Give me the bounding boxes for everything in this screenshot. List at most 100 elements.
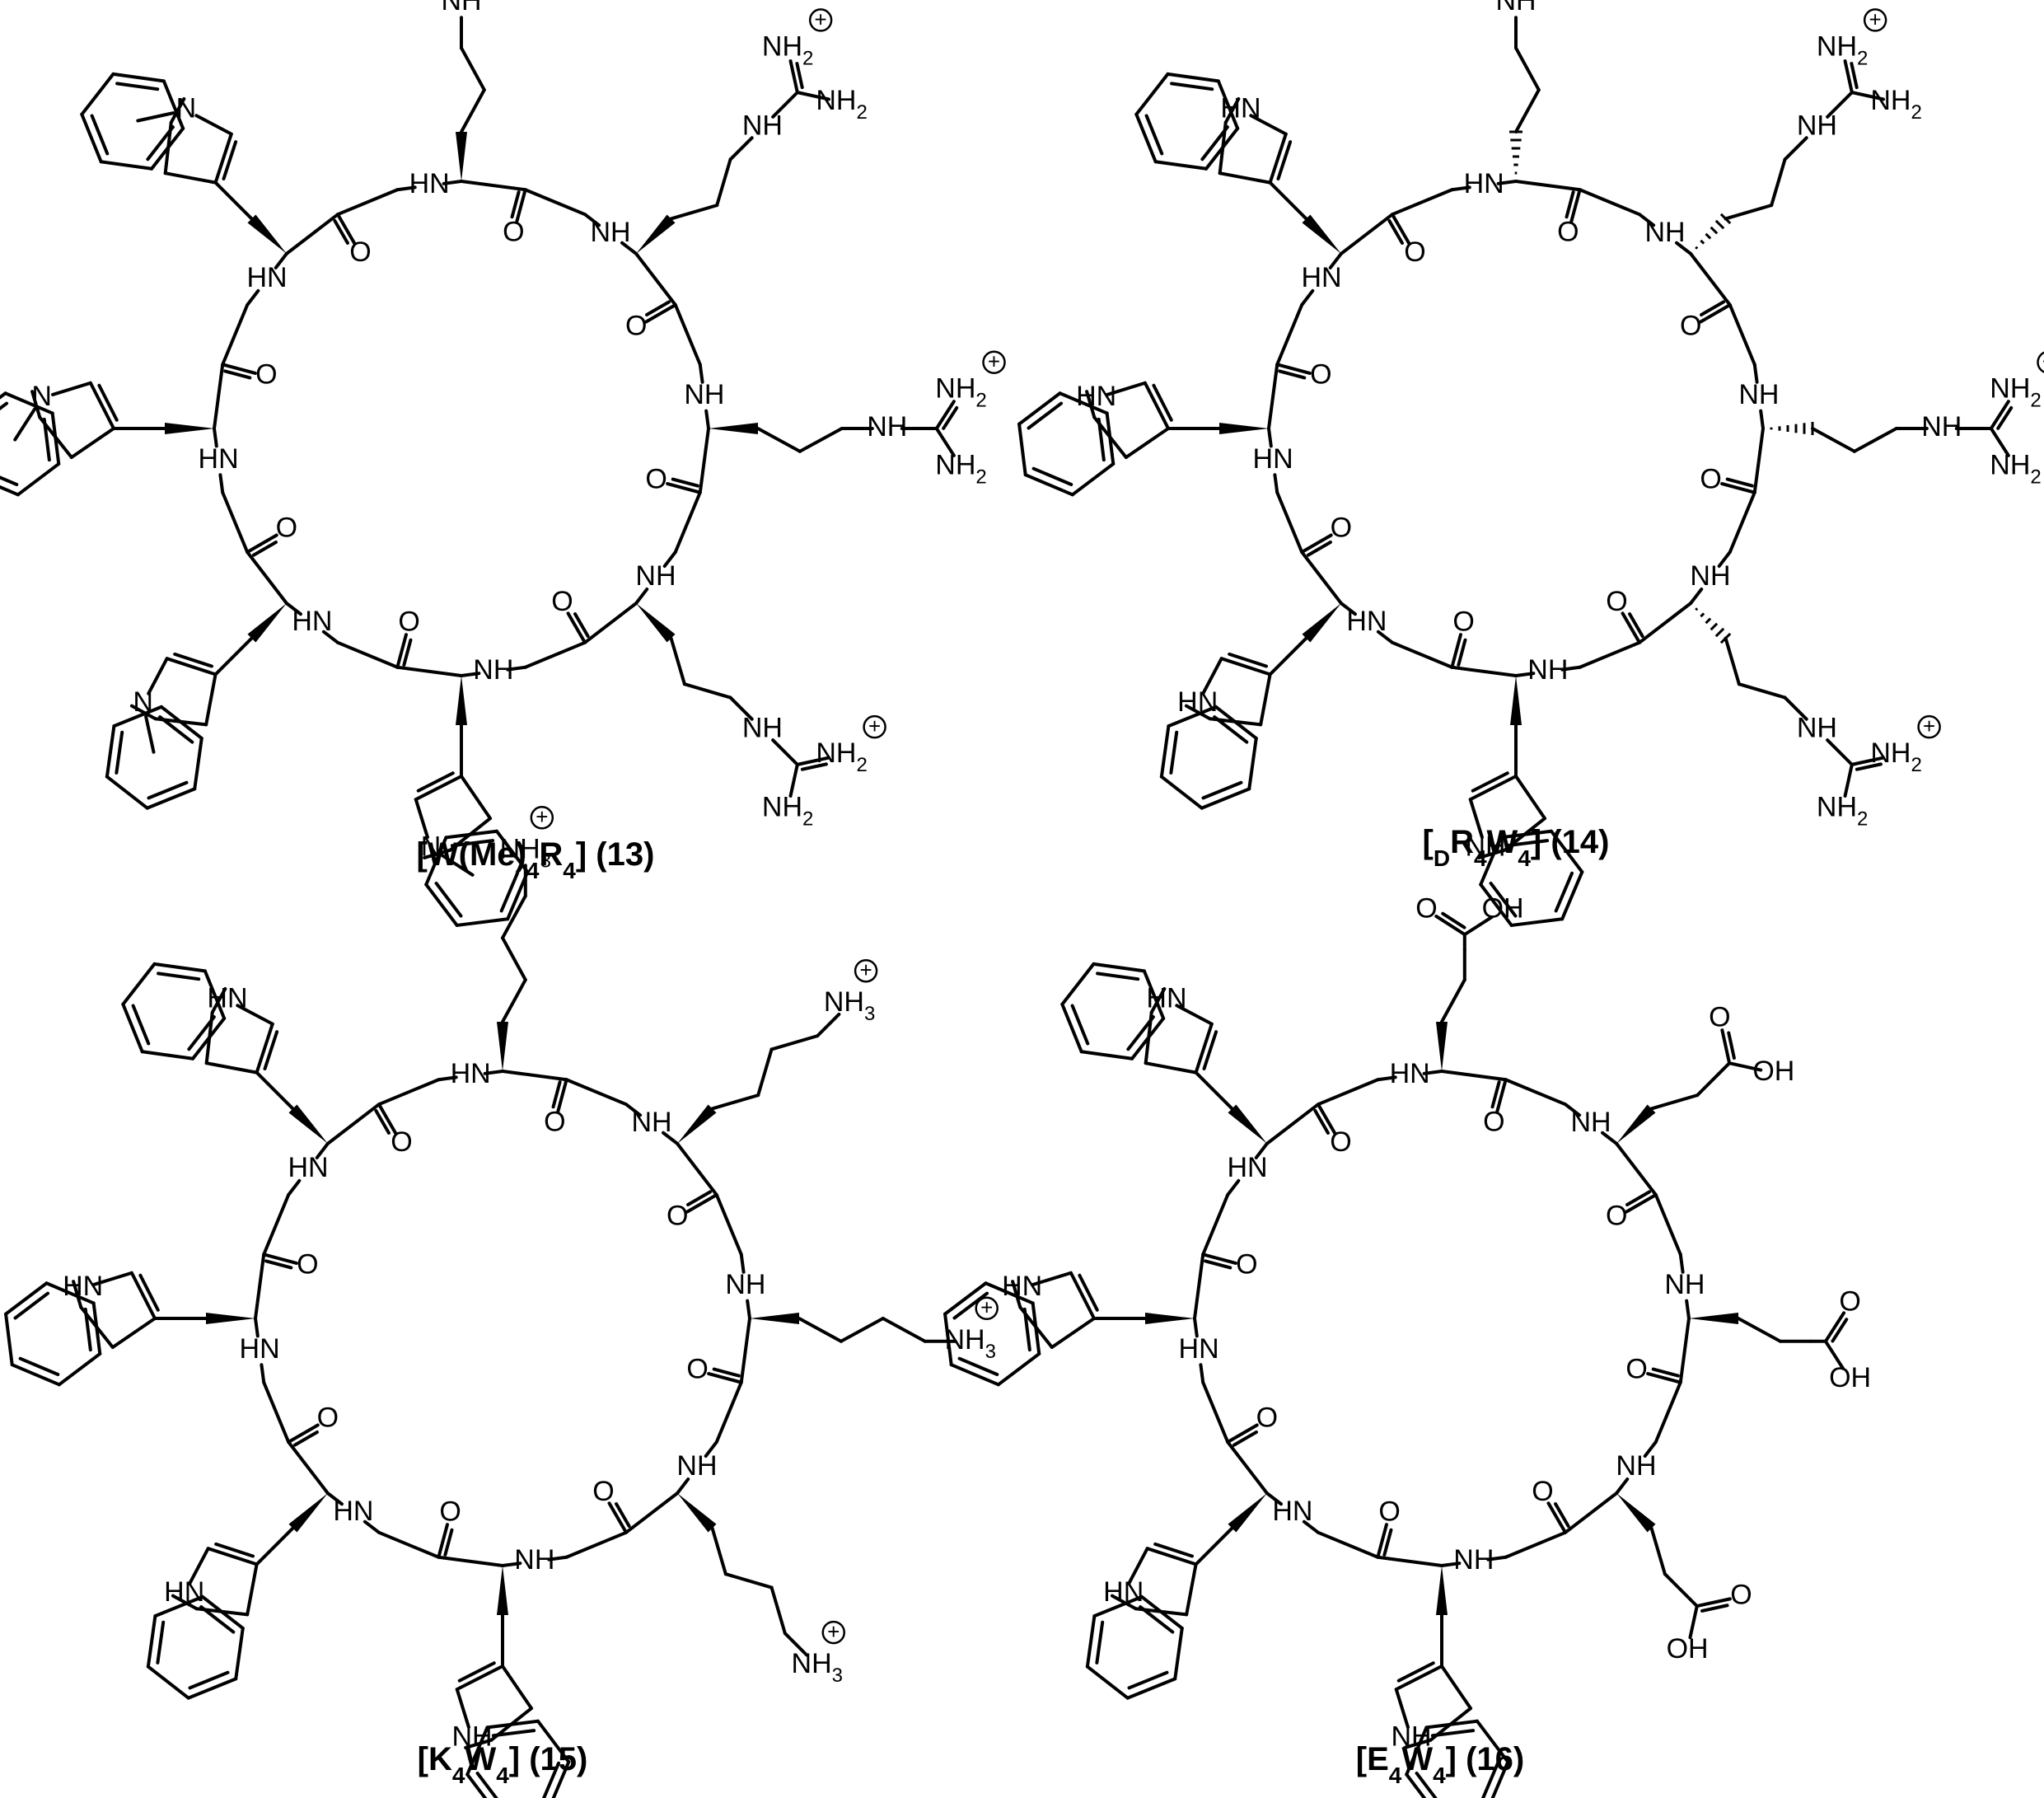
hash-line bbox=[1695, 607, 1699, 611]
indole-c2-c3 bbox=[213, 132, 233, 185]
ring-bond bbox=[1134, 72, 1170, 116]
ring-bond bbox=[1060, 1002, 1083, 1054]
carbonyl-bond bbox=[645, 300, 671, 316]
ring-bond bbox=[44, 1281, 96, 1305]
side-chain-bond bbox=[669, 636, 686, 686]
indole-c2-c3 bbox=[1143, 381, 1170, 430]
backbone-bond bbox=[739, 1253, 746, 1274]
guanidine-double-bond bbox=[1996, 405, 2014, 430]
carbonyl-oxygen-label: O bbox=[1483, 1106, 1504, 1137]
side-chain-bond bbox=[1811, 427, 1856, 453]
ring-bond bbox=[1200, 787, 1251, 810]
n-methyl-bond bbox=[136, 111, 175, 123]
hash-line bbox=[1714, 627, 1725, 638]
ring-bond bbox=[146, 1665, 190, 1700]
amide-nitrogen-label: HN bbox=[1227, 1152, 1267, 1183]
acid-oxygen-label: O bbox=[1839, 1286, 1860, 1318]
ring-bond bbox=[153, 1594, 204, 1618]
ammonium-label: NH3 bbox=[824, 986, 875, 1025]
indole-bond bbox=[423, 848, 452, 859]
backbone-bond bbox=[1193, 1253, 1205, 1320]
caption-text: [K bbox=[418, 1741, 452, 1777]
indole-nitrogen-label: HN bbox=[1103, 1576, 1144, 1608]
acid-hydroxyl-label: OH bbox=[1752, 1056, 1794, 1087]
guanidine-nh-label: NH bbox=[1797, 712, 1837, 743]
backbone-bond bbox=[1376, 630, 1394, 644]
backbone-bond bbox=[564, 1078, 628, 1107]
side-chain-bond bbox=[769, 1585, 787, 1636]
amide-nitrogen-label: NH bbox=[1664, 1269, 1705, 1300]
caption-text: W bbox=[1487, 824, 1518, 860]
backbone-bond bbox=[1752, 427, 1765, 494]
carbonyl-oxygen-label: O bbox=[1404, 236, 1425, 268]
charge-circle bbox=[975, 1296, 999, 1321]
indole-nitrogen-label: HN bbox=[1002, 1271, 1042, 1302]
indole-bond bbox=[147, 657, 169, 695]
panel-compound-14: ONHONHONHONHOHNOHNOHNOHNNHNH2NH2+NHNH2NH… bbox=[1017, 0, 2044, 927]
side-chain-bond bbox=[728, 695, 754, 721]
ring-bond bbox=[1214, 705, 1258, 740]
carbonyl-oxygen-label: O bbox=[1606, 586, 1627, 617]
guanidinium-nh2-label: NH2 bbox=[1870, 737, 1921, 776]
ring-bond bbox=[1058, 391, 1109, 415]
indole-bond bbox=[414, 798, 429, 839]
stereo-wedge-bond bbox=[1228, 1104, 1267, 1144]
carbonyl-oxygen-label: O bbox=[1680, 310, 1701, 341]
stereo-wedge-bond bbox=[1228, 1493, 1267, 1533]
side-chain-bond bbox=[1649, 1093, 1700, 1111]
ring-bond bbox=[4, 1312, 14, 1367]
guanidine-double-bond bbox=[795, 62, 804, 90]
side-chain-bond bbox=[1737, 1317, 1782, 1343]
carbonyl-oxygen-label: O bbox=[297, 1249, 318, 1281]
backbone-bond bbox=[1560, 665, 1582, 672]
amide-nitrogen-label: HN bbox=[1346, 606, 1387, 637]
guanidine-nh-label: NH bbox=[1921, 411, 1962, 442]
ring-bond bbox=[455, 917, 510, 927]
carbonyl-bond bbox=[221, 363, 257, 375]
stereo-wedge-bond bbox=[677, 1104, 717, 1144]
indole-nitrogen-label: HN bbox=[207, 983, 247, 1014]
carbonyl-bond bbox=[1382, 1528, 1393, 1557]
guanidinium-nh2-label: NH2 bbox=[762, 30, 813, 69]
amide-nitrogen-label: HN bbox=[288, 1152, 328, 1183]
stereo-wedge-bond bbox=[1510, 676, 1522, 725]
carbonyl-bond bbox=[1450, 633, 1462, 669]
ring-bond bbox=[145, 787, 197, 810]
backbone-bond bbox=[1275, 303, 1304, 367]
carbonyl-bond bbox=[1625, 1190, 1652, 1206]
ring-bond bbox=[10, 1363, 61, 1387]
indole-c2-c3 bbox=[1219, 657, 1272, 677]
side-chain-bond bbox=[797, 1317, 843, 1343]
indole-c2-c3 bbox=[1394, 1665, 1443, 1692]
backbone-bond bbox=[1201, 1193, 1230, 1257]
indole-bond bbox=[92, 1271, 133, 1286]
backbone-bond bbox=[1317, 1530, 1380, 1559]
ring-bond bbox=[1092, 1594, 1144, 1618]
acid-oxygen-label: O bbox=[1730, 1579, 1752, 1610]
indole-c2-c3 bbox=[1069, 1271, 1096, 1320]
backbone-bond bbox=[336, 188, 400, 217]
stereo-wedge-bond bbox=[1436, 1566, 1448, 1615]
carbonyl-oxygen-label: O bbox=[645, 463, 667, 494]
indole-c2-c3 bbox=[416, 771, 455, 793]
side-chain-bond bbox=[756, 427, 802, 453]
ring-bond bbox=[234, 1626, 245, 1681]
backbone-bond bbox=[1265, 1103, 1320, 1145]
side-chain-bond bbox=[1514, 46, 1541, 92]
indole-c2-c3 bbox=[206, 1547, 259, 1566]
backbone-bond bbox=[698, 363, 704, 384]
backbone-bond bbox=[506, 665, 527, 672]
backbone-bond bbox=[583, 602, 638, 644]
backbone-bond bbox=[260, 1363, 266, 1384]
ring-bond bbox=[91, 1301, 102, 1356]
charge-circle bbox=[1917, 714, 1941, 739]
side-chain-bond bbox=[501, 978, 527, 1023]
guanidine-double-bond bbox=[1850, 62, 1859, 90]
indole-c2-c3 bbox=[1202, 1030, 1218, 1071]
backbone-bond bbox=[547, 1555, 568, 1562]
indole-bond bbox=[455, 1688, 470, 1729]
indole-bond bbox=[1050, 1317, 1096, 1350]
carbonyl-oxygen-label: O bbox=[625, 310, 647, 341]
ring-bond bbox=[16, 461, 61, 497]
acid-carbonyl-bond bbox=[1823, 1311, 1846, 1343]
